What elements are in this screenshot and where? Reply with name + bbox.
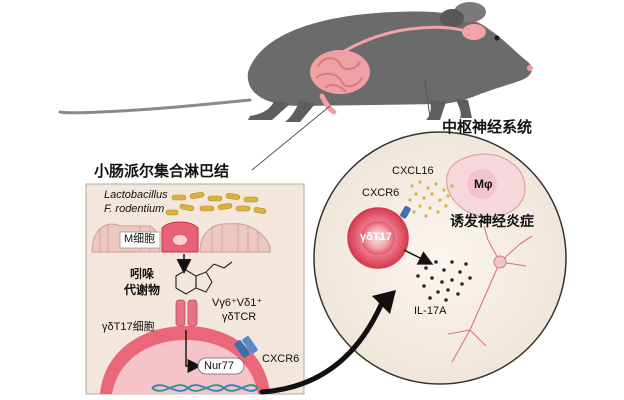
- migration-arrow: [259, 295, 387, 395]
- gd-t17-right-label: γδT17: [360, 231, 392, 243]
- cxcl16-dots: [408, 180, 454, 218]
- cns-panel: [313, 131, 567, 385]
- neuroinflammation-label: 诱发神经炎症: [450, 213, 534, 229]
- m-cell-nucleus: [173, 235, 187, 245]
- bacteria-cluster: [165, 191, 267, 216]
- nur77-label: Nur77: [204, 360, 234, 372]
- tcr-label-line1: Vγ6⁺Vδ1⁺: [212, 297, 263, 309]
- mouse-body: [247, 11, 532, 106]
- mouse-intestine: [310, 50, 370, 115]
- mouse-front-leg: [426, 100, 446, 120]
- mouse-hind-leg: [248, 100, 290, 120]
- macrophage: [445, 153, 526, 218]
- mouse-illustration: [58, 2, 533, 122]
- bacteria-label-line2: F. rodentium: [104, 203, 165, 215]
- mouse-ear: [440, 9, 464, 27]
- migration-arrow-head: [372, 290, 396, 314]
- mouse-tail: [58, 98, 252, 115]
- mouse-eye: [494, 35, 500, 41]
- mouse-hind-leg: [285, 100, 315, 122]
- indole-label-line1: 吲哚: [130, 267, 155, 281]
- mouse-spinal-cord: [329, 25, 471, 62]
- neuron: [447, 225, 533, 363]
- indole-label-line2: 代谢物: [124, 283, 161, 297]
- mouse-nose: [527, 65, 533, 71]
- m-cell-label: M细胞: [124, 233, 156, 245]
- mouse-brain: [462, 24, 486, 40]
- connector-line-left: [251, 105, 331, 171]
- mouse-front-leg: [455, 98, 472, 118]
- cns-title: 中枢神经系统: [442, 119, 533, 136]
- tcr-label-line2: γδTCR: [222, 311, 257, 323]
- macrophage-label: Mφ: [474, 177, 493, 191]
- gd-tcr-receptor: [175, 299, 198, 327]
- lymph-node-panel: [85, 183, 305, 395]
- neuron-soma: [493, 255, 507, 269]
- nur77-box: [197, 357, 245, 375]
- gd-t17-cell-inner: [112, 340, 258, 394]
- cxcr6-receptor-left: [234, 336, 258, 358]
- indole-structure: [175, 261, 233, 295]
- bacteria-label-line1: Lactobacillus: [104, 189, 168, 201]
- il17a-arrow: [403, 249, 434, 265]
- cxcr6-left-label: CXCR6: [262, 353, 300, 365]
- connector-line-right: [424, 79, 431, 119]
- m-cell-label-box: [119, 231, 161, 249]
- gd-t17-cell-right-nucleus: [361, 221, 395, 255]
- gd-t17-cell-label: γδT17细胞: [102, 321, 155, 333]
- cxcr6-right-label: CXCR6: [362, 187, 400, 199]
- cxcl16-label: CXCL16: [392, 165, 434, 177]
- dna-helix: [151, 384, 259, 392]
- il17a-label: IL-17A: [414, 305, 447, 317]
- signal-arrow-turn: [185, 356, 202, 373]
- cxcr6-receptor-right: [400, 206, 411, 219]
- cns-circle: [313, 131, 567, 385]
- lymph-node-title: 小肠派尔集合淋巴结: [94, 163, 230, 180]
- il17a-dots: [416, 260, 472, 302]
